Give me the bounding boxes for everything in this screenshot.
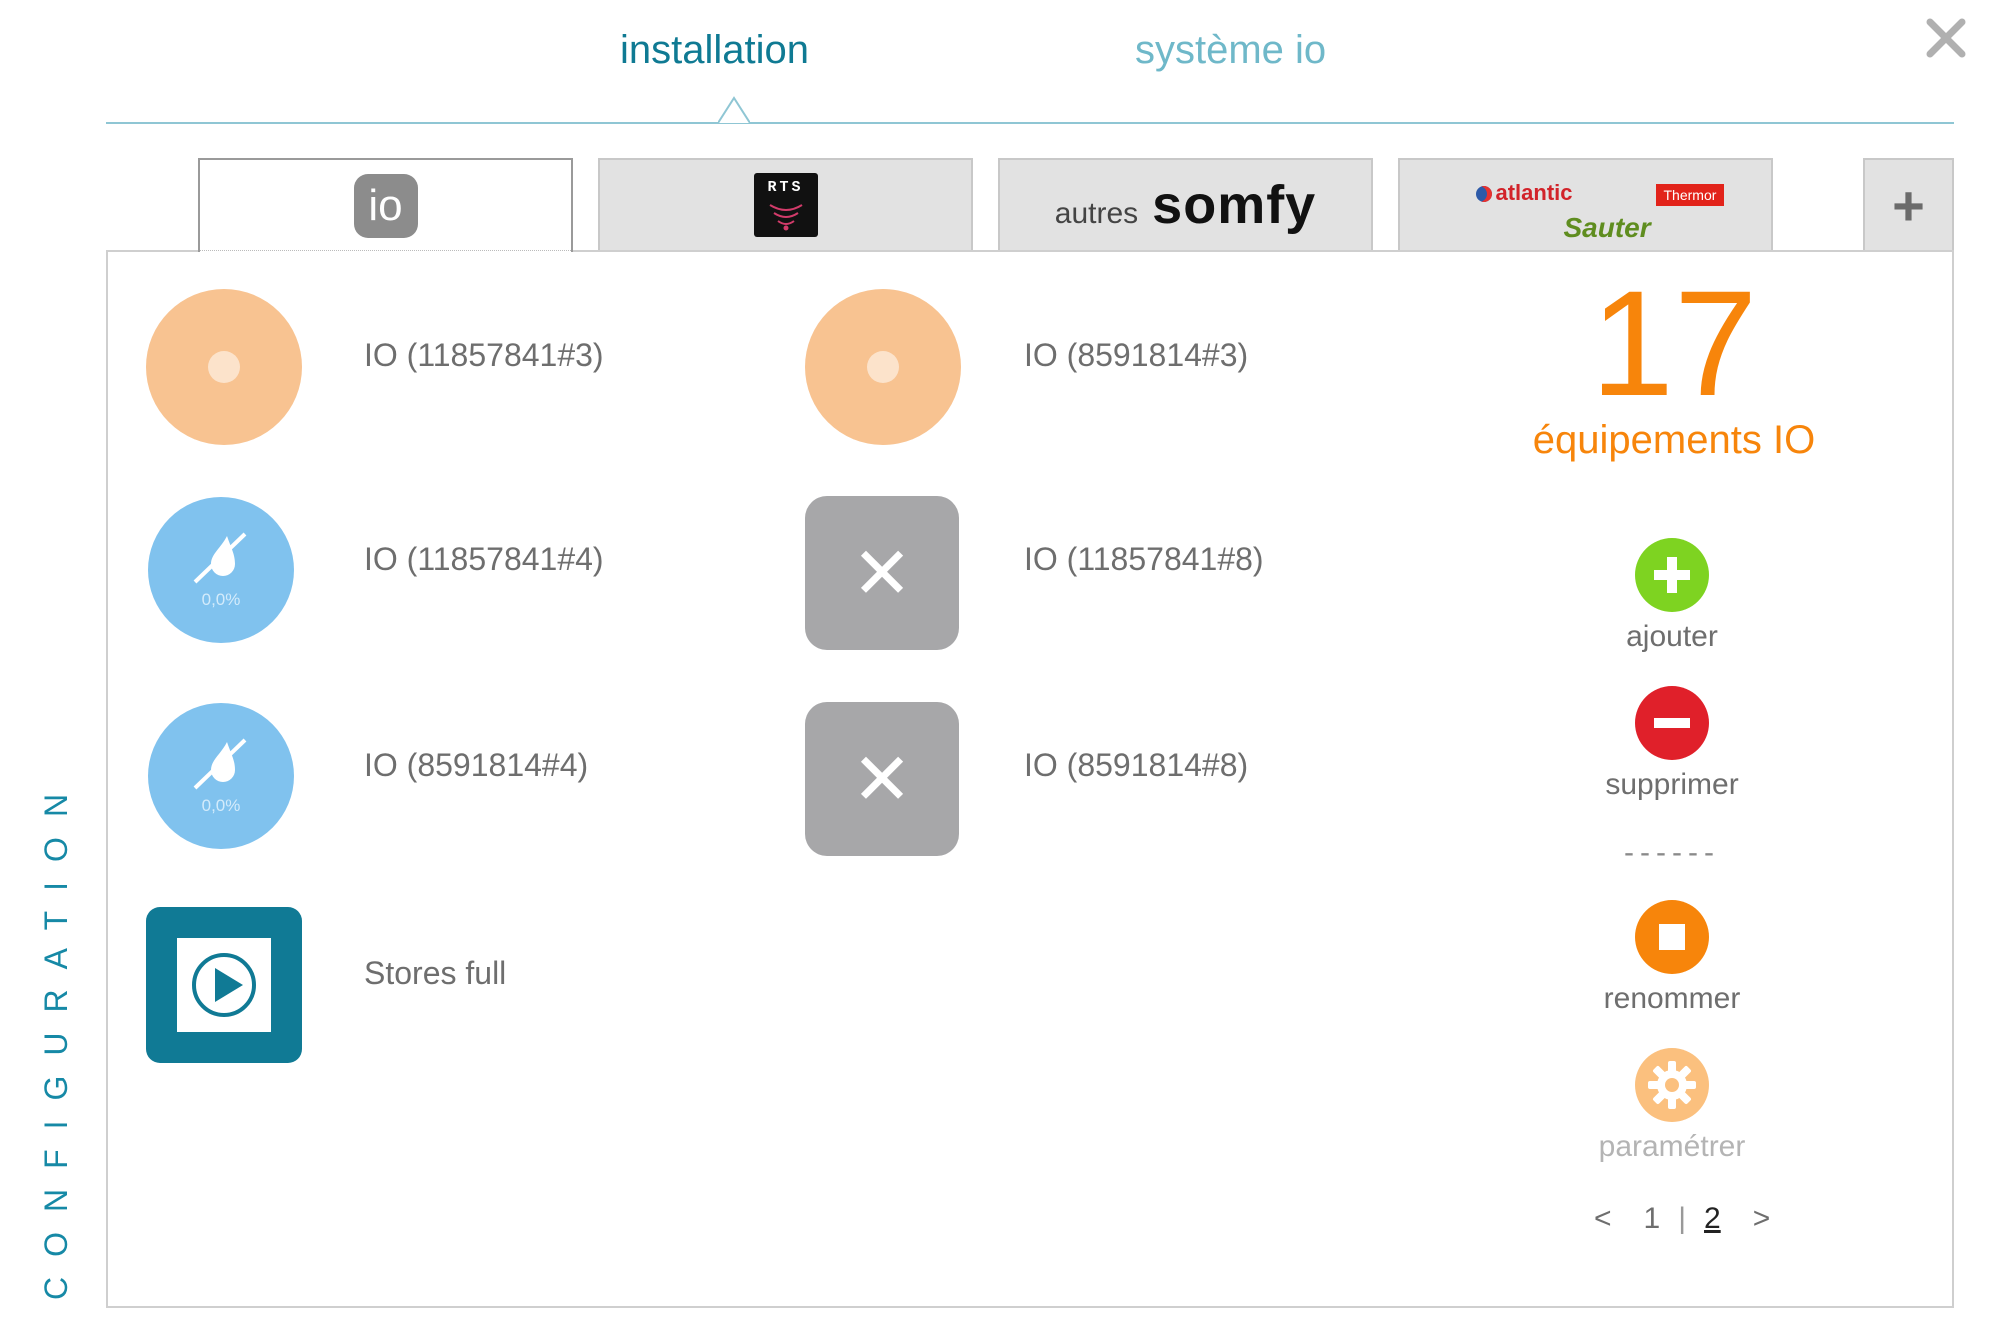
device-label: IO (8591814#4): [364, 747, 589, 783]
pagination: < 1 | 2 >: [1584, 1202, 1780, 1236]
unknown-device-icon: ✕: [805, 702, 959, 856]
brand-tab-rts[interactable]: RTS: [598, 158, 973, 250]
tab-underline: [106, 122, 1954, 124]
add-label: ajouter: [1626, 620, 1718, 653]
device-label: IO (11857841#8): [1024, 541, 1264, 577]
page-1-link[interactable]: 1: [1643, 1202, 1661, 1235]
device-count-label: équipements IO: [1532, 418, 1816, 462]
device-item[interactable]: ✕ IO (11857841#8): [805, 496, 1325, 656]
device-label: IO (11857841#4): [364, 541, 604, 577]
device-item[interactable]: IO (11857841#3): [146, 289, 666, 449]
unknown-device-icon: ✕: [805, 496, 959, 650]
rename-label: renommer: [1603, 982, 1741, 1015]
somfy-logo: autres somfy: [1054, 175, 1317, 235]
device-label: IO (8591814#3): [1024, 337, 1249, 373]
active-tab-joiner: [200, 248, 571, 252]
sauter-logo: Sauter: [1563, 212, 1651, 243]
rename-button[interactable]: renommer: [1582, 900, 1762, 1016]
brand-tab-atlantic[interactable]: atlantic Thermor Sauter: [1398, 158, 1773, 250]
tab-systeme-io[interactable]: système io: [1135, 28, 1327, 72]
active-tab-caret: [718, 96, 750, 124]
brand-tab-somfy[interactable]: autres somfy: [998, 158, 1373, 250]
add-brand-tab[interactable]: +: [1863, 158, 1954, 250]
prev-page-button[interactable]: <: [1594, 1202, 1612, 1235]
device-item[interactable]: 0,0% IO (8591814#4): [148, 703, 668, 853]
device-panel: [106, 250, 1954, 1308]
plus-icon: +: [1892, 173, 1925, 237]
page-2-link[interactable]: 2: [1704, 1202, 1721, 1235]
device-count: 17: [1590, 259, 1758, 427]
stop-icon: [1635, 900, 1709, 974]
configuration-side-label: CONFIGURATION: [38, 773, 74, 1300]
next-page-button[interactable]: >: [1752, 1202, 1771, 1235]
device-item[interactable]: 0,0% IO (11857841#4): [148, 497, 668, 647]
scenario-play-icon: [146, 907, 302, 1063]
settings-label: paramétrer: [1598, 1130, 1746, 1163]
heating-icon: 0,0%: [148, 497, 294, 643]
device-label: IO (11857841#3): [364, 337, 604, 373]
light-icon: [146, 289, 302, 445]
gear-icon: [1635, 1048, 1709, 1122]
light-icon: [805, 289, 961, 445]
settings-button[interactable]: paramétrer: [1582, 1048, 1762, 1164]
delete-label: supprimer: [1605, 768, 1739, 801]
device-item[interactable]: ✕ IO (8591814#8): [805, 702, 1325, 862]
tab-installation[interactable]: installation: [620, 28, 810, 72]
brand-tab-io[interactable]: io: [198, 158, 573, 252]
plus-icon: [1635, 538, 1709, 612]
close-icon[interactable]: [1920, 12, 1972, 64]
page-separator: |: [1678, 1202, 1687, 1235]
rts-logo: RTS: [753, 173, 818, 237]
device-label: IO (8591814#8): [1024, 747, 1249, 783]
action-separator: ------: [1624, 836, 1720, 869]
device-label: Stores full: [364, 955, 507, 991]
delete-button[interactable]: supprimer: [1582, 686, 1762, 802]
io-logo: io: [353, 174, 418, 238]
atlantic-logo: atlantic: [1475, 180, 1573, 206]
heating-icon: 0,0%: [148, 703, 294, 849]
device-item[interactable]: IO (8591814#3): [805, 289, 1325, 449]
minus-icon: [1635, 686, 1709, 760]
device-item[interactable]: Stores full: [146, 907, 666, 1067]
thermor-logo: Thermor: [1655, 184, 1725, 206]
add-button[interactable]: ajouter: [1582, 538, 1762, 654]
